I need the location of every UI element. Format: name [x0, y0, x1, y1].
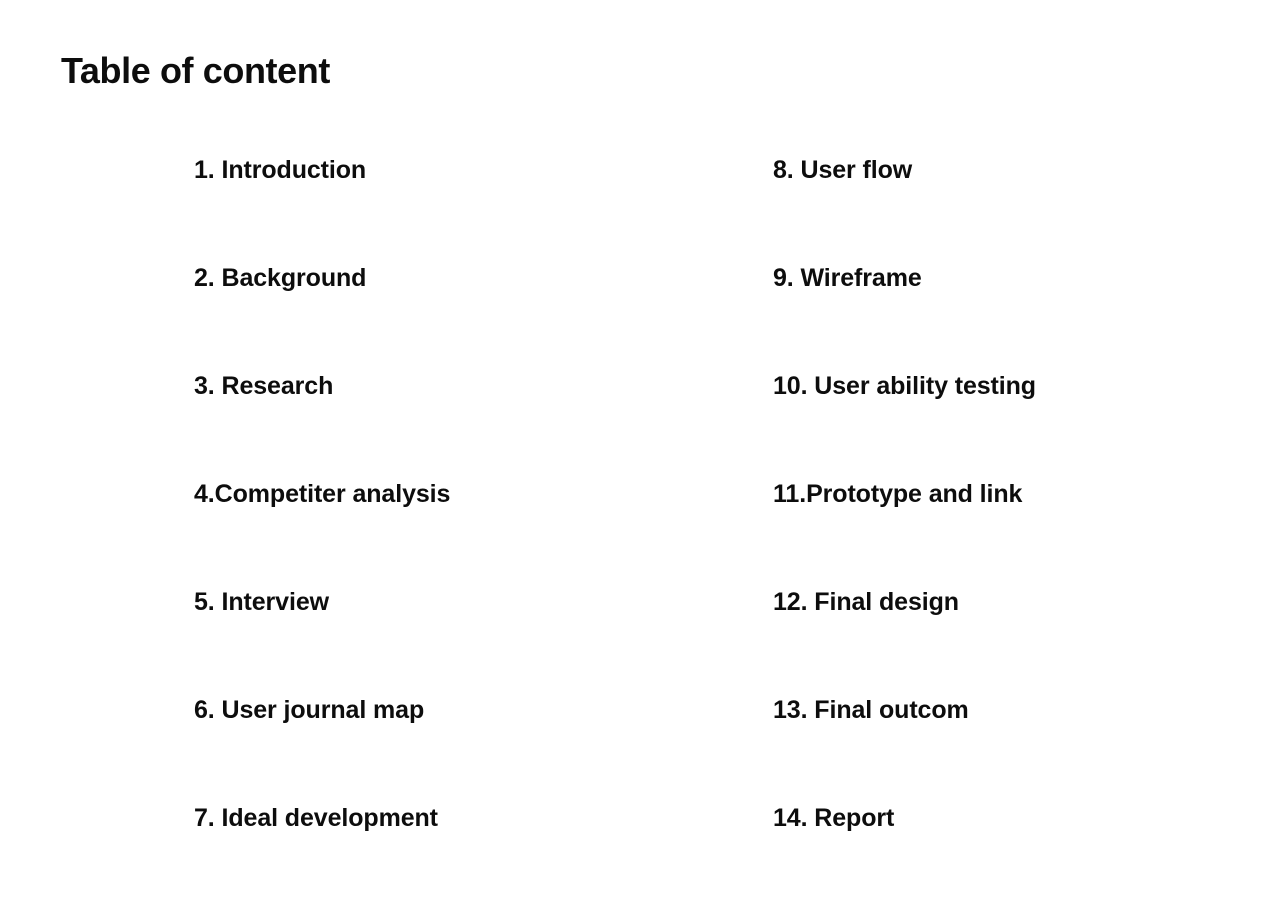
toc-item-label: 2. Background [194, 264, 367, 292]
toc-item-label: 5. Interview [194, 588, 329, 616]
toc-column-right: 8. User flow 9. Wireframe 10. User abili… [773, 158, 1036, 914]
toc-item[interactable]: 7. Ideal development [194, 806, 450, 914]
page-title: Table of content [61, 50, 330, 91]
toc-item-label: 12. Final design [773, 588, 959, 616]
toc-item[interactable]: 8. User flow [773, 158, 1036, 266]
toc-item-label: 6. User journal map [194, 696, 425, 724]
toc-item[interactable]: 3. Research [194, 374, 450, 482]
toc-item-label: 9. Wireframe [773, 264, 922, 292]
toc-item-label: 4.Competiter analysis [194, 480, 451, 508]
toc-item-label: 3. Research [194, 372, 334, 400]
toc-item[interactable]: 2. Background [194, 266, 450, 374]
toc-item-label: 7. Ideal development [194, 804, 438, 832]
toc-item[interactable]: 6. User journal map [194, 698, 450, 806]
toc-column-left: 1. Introduction 2. Background 3. Researc… [194, 158, 450, 914]
toc-item[interactable]: 4.Competiter analysis [194, 482, 450, 590]
toc-item-label: 8. User flow [773, 156, 913, 184]
toc-item-label: 1. Introduction [194, 156, 367, 184]
toc-item-label: 11.Prototype and link [773, 480, 1023, 508]
toc-item-label: 13. Final outcom [773, 696, 969, 724]
toc-item[interactable]: 5. Interview [194, 590, 450, 698]
toc-item[interactable]: 10. User ability testing [773, 374, 1036, 482]
toc-item[interactable]: 14. Report [773, 806, 1036, 914]
toc-item[interactable]: 13. Final outcom [773, 698, 1036, 806]
toc-item-label: 10. User ability testing [773, 372, 1036, 400]
toc-item-label: 14. Report [773, 804, 895, 832]
toc-item[interactable]: 9. Wireframe [773, 266, 1036, 374]
toc-item[interactable]: 12. Final design [773, 590, 1036, 698]
toc-item[interactable]: 1. Introduction [194, 158, 450, 266]
toc-item[interactable]: 11.Prototype and link [773, 482, 1036, 590]
